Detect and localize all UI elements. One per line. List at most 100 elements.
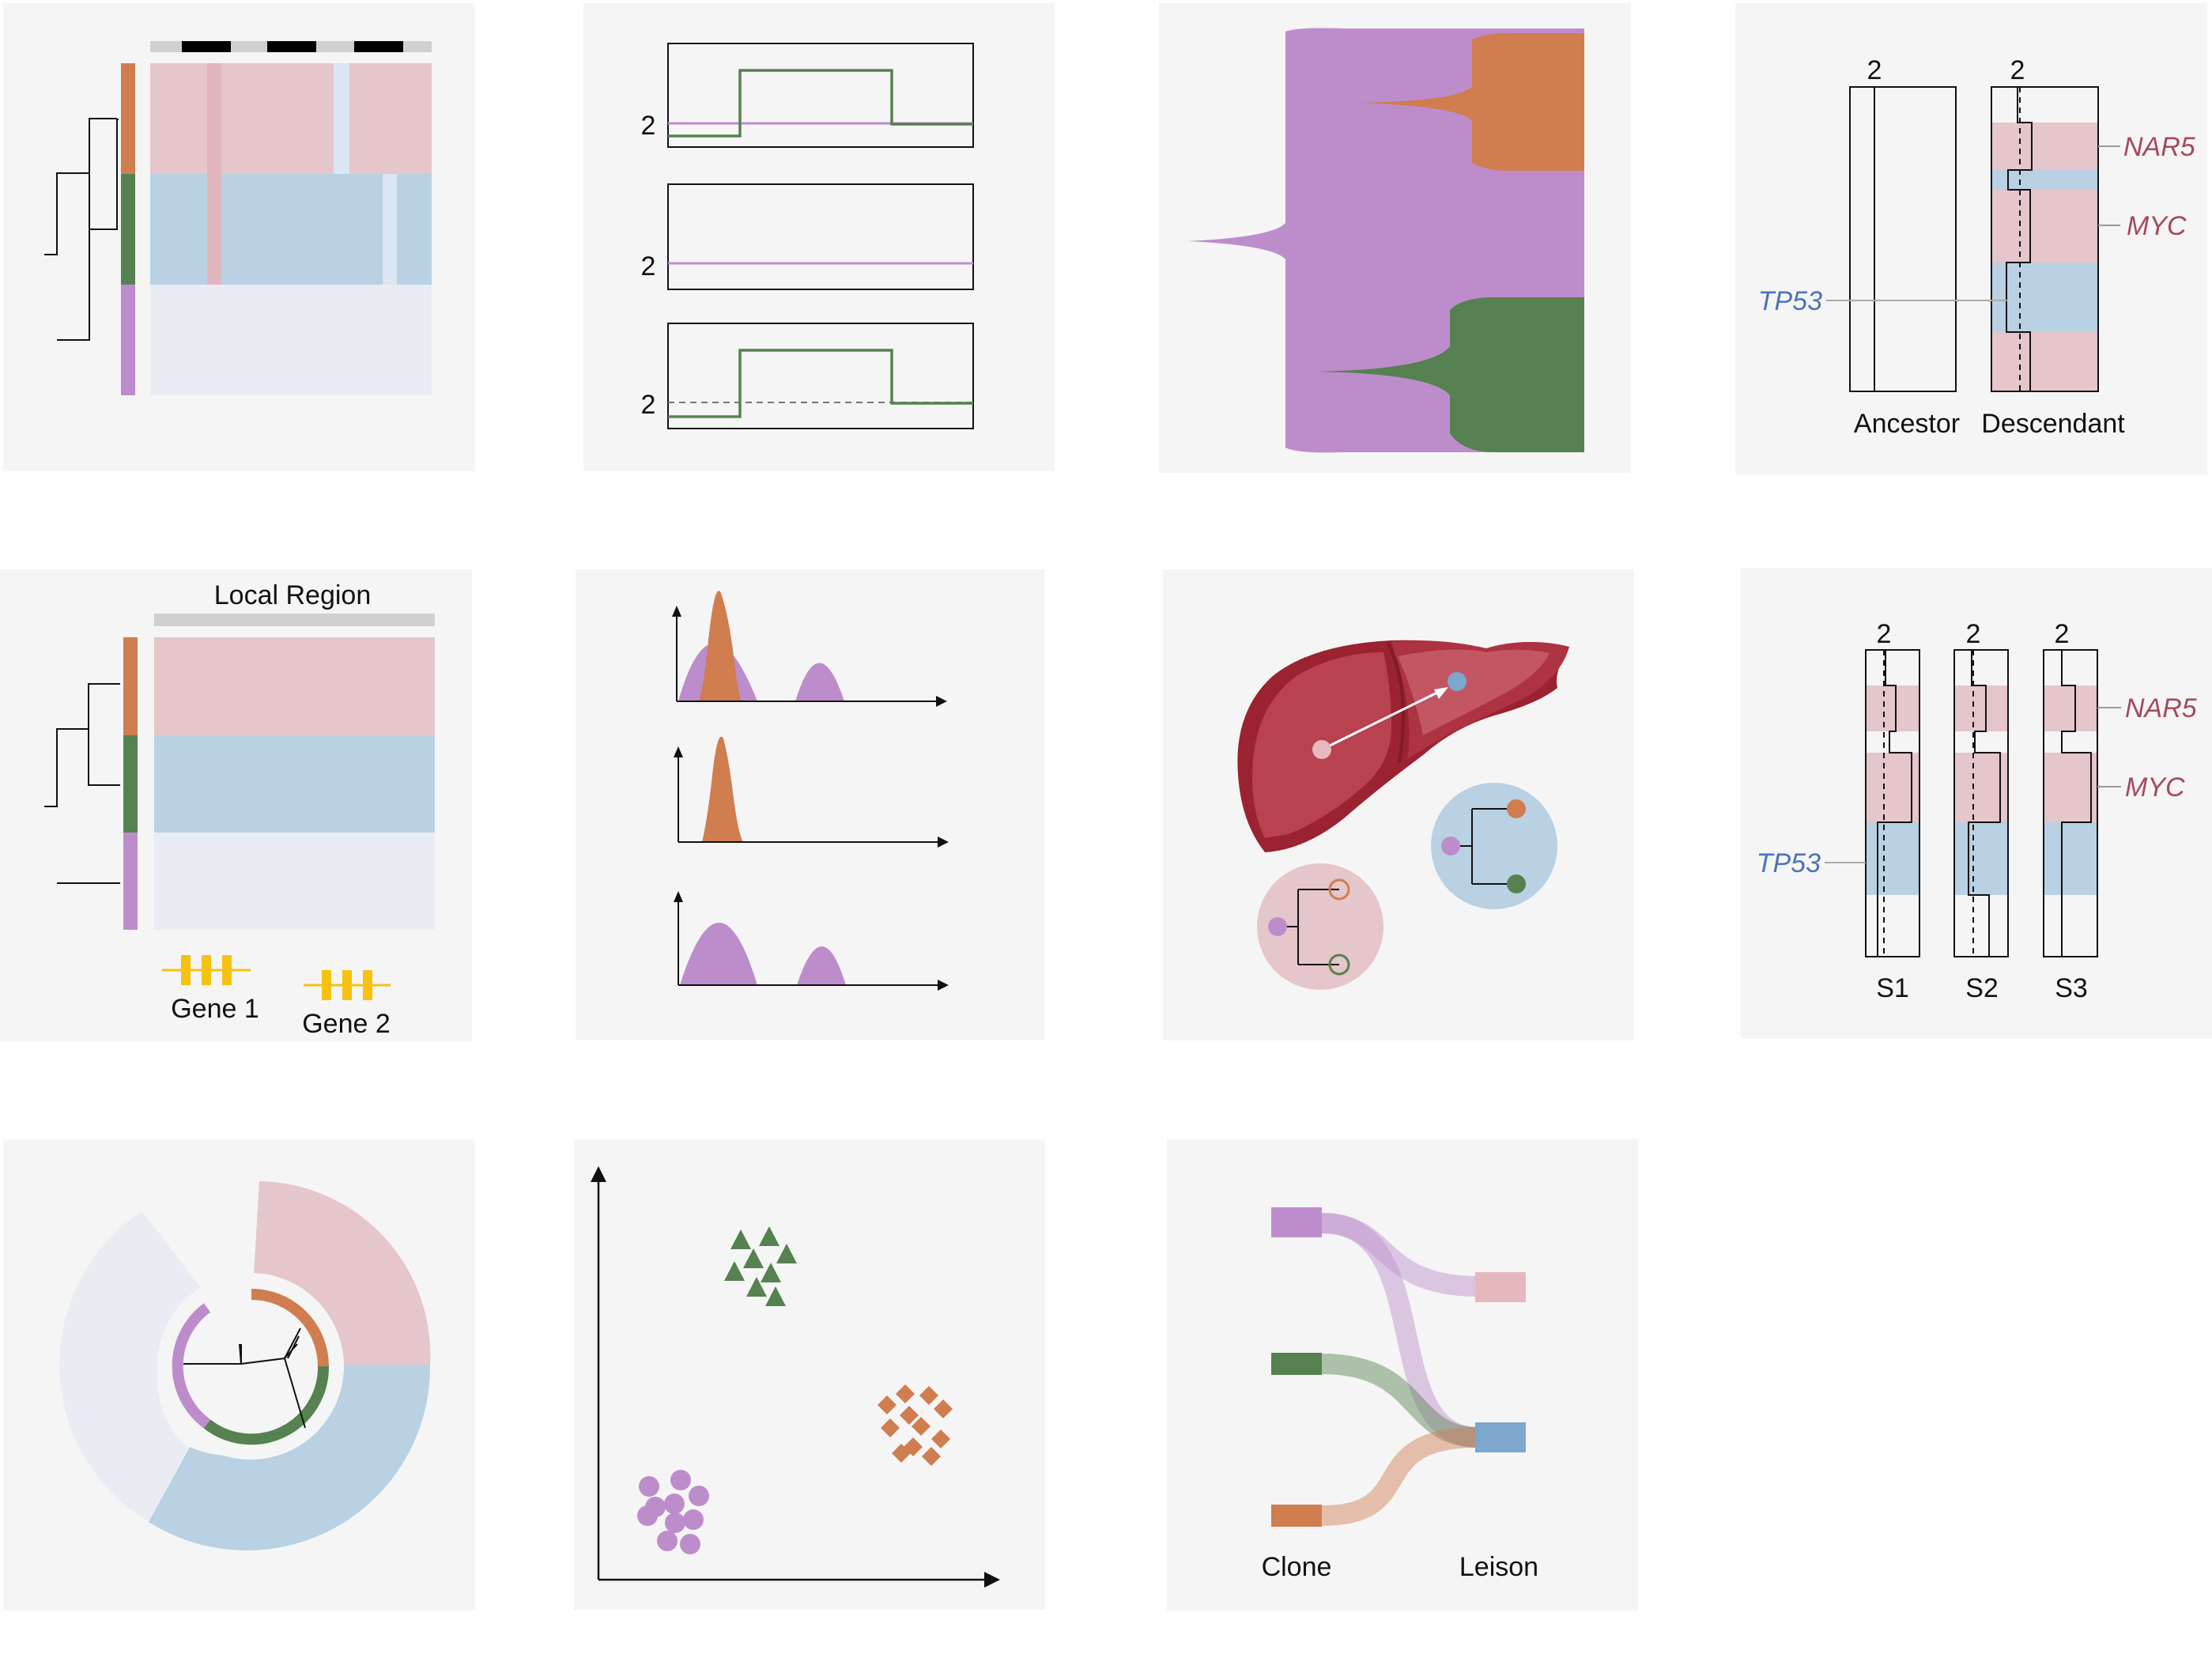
local-row-loss bbox=[154, 735, 435, 833]
circle-marker bbox=[657, 1531, 678, 1551]
dendrogram bbox=[44, 118, 119, 341]
circle-marker bbox=[683, 1509, 704, 1530]
clone-bar-green bbox=[123, 735, 138, 833]
descendant-loss-1 bbox=[1991, 170, 2098, 190]
density-2-y-arrow bbox=[674, 746, 683, 757]
panel-heatmap-chromosome bbox=[3, 3, 475, 471]
green-neutral-segment bbox=[383, 174, 397, 285]
panel-density bbox=[576, 569, 1044, 1040]
sample-label-s1: S1 bbox=[1876, 973, 1909, 1003]
triangle-marker bbox=[746, 1277, 767, 1297]
gene-label-myc: MYC bbox=[2125, 772, 2185, 803]
chromosome-ideogram bbox=[150, 41, 432, 52]
shared-gain-segment bbox=[207, 63, 221, 285]
descendant-gain-1 bbox=[1991, 123, 2098, 170]
circle-marker bbox=[680, 1534, 700, 1554]
leison-node-pink bbox=[1475, 1272, 1526, 1302]
inner-arc-orange bbox=[251, 1289, 329, 1367]
clone-node-green bbox=[1271, 1353, 1322, 1375]
panel-local-region: Local Region Gene 1 Gene 2 bbox=[0, 569, 472, 1041]
triangle-marker bbox=[765, 1286, 786, 1306]
diamond-marker bbox=[922, 1447, 941, 1466]
density-3-y-arrow bbox=[674, 891, 683, 902]
local-row-gain bbox=[154, 637, 435, 735]
dendrogram bbox=[44, 683, 120, 884]
gene-1-label: Gene 1 bbox=[171, 994, 259, 1024]
ancestor-ploidy-label: 2 bbox=[1867, 55, 1882, 85]
panel-background bbox=[1735, 3, 2207, 474]
metastasis-arrow-line bbox=[1321, 689, 1443, 751]
green-cnv-step-3 bbox=[668, 349, 973, 418]
panel-sankey: Clone Leison bbox=[1167, 1139, 1638, 1611]
clone-bar-orange bbox=[123, 637, 138, 735]
gene-label-nar5: NAR5 bbox=[2125, 693, 2197, 723]
clone-axis-label: Clone bbox=[1262, 1552, 1332, 1582]
liver-illustration bbox=[1237, 640, 1569, 852]
ploidy-label-2: 2 bbox=[641, 251, 656, 281]
panel-background bbox=[1167, 1139, 1638, 1611]
tree-node-purple bbox=[1268, 917, 1287, 936]
triangle-marker bbox=[724, 1261, 745, 1281]
panel-liver-metastasis bbox=[1163, 569, 1634, 1040]
diamond-marker bbox=[912, 1417, 930, 1436]
metastasis-clone-bubble bbox=[1431, 783, 1557, 909]
cnv-profile-frame-2 bbox=[667, 183, 974, 290]
density-2-orange-peak bbox=[702, 736, 743, 842]
circle-marker bbox=[665, 1512, 685, 1533]
s2-ploidy-label: 2 bbox=[1966, 619, 1981, 649]
diamond-marker bbox=[931, 1429, 950, 1448]
purple-circle-cluster bbox=[637, 1470, 709, 1554]
leison-node-blue bbox=[1475, 1422, 1526, 1452]
orange-neutral-segment bbox=[334, 63, 349, 174]
density-1-orange-peak bbox=[699, 591, 742, 701]
s1-ploidy-label: 2 bbox=[1877, 619, 1892, 649]
panel-samples-cnv: 2 2 2 NAR5 MYC TP53 S1 S2 S3 bbox=[1741, 568, 2212, 1039]
local-region-bar bbox=[154, 614, 435, 626]
density-3-x-arrow bbox=[938, 980, 949, 991]
inner-arc-green bbox=[203, 1365, 330, 1445]
circle-marker bbox=[664, 1494, 685, 1514]
panel-circular-tree bbox=[3, 1139, 475, 1611]
flow-purple-to-blue bbox=[1321, 1213, 1479, 1448]
sample-s1-chromosome bbox=[1865, 649, 1920, 957]
gene-label-tp53: TP53 bbox=[1757, 848, 1821, 878]
gene-2-label: Gene 2 bbox=[302, 1009, 391, 1039]
local-region-title: Local Region bbox=[214, 580, 371, 610]
diamond-marker bbox=[934, 1399, 953, 1418]
ancestor-chromosome bbox=[1849, 86, 1957, 392]
sample-label-s3: S3 bbox=[2055, 973, 2088, 1003]
density-1-y-arrow bbox=[672, 606, 681, 617]
tree-node-orange-hollow bbox=[1328, 878, 1350, 901]
panel-background bbox=[583, 3, 1055, 471]
gene-label-tp53: TP53 bbox=[1758, 286, 1822, 316]
cnv-profile-frame-1 bbox=[667, 43, 974, 148]
clone-bar-purple bbox=[121, 285, 135, 395]
diamond-marker bbox=[896, 1384, 915, 1403]
heatmap-row-orange bbox=[150, 63, 432, 174]
circular-neutral-sector bbox=[59, 1211, 208, 1522]
s3-ploidy-label: 2 bbox=[2055, 619, 2070, 649]
green-cnv-step-1 bbox=[668, 69, 973, 138]
triangle-marker bbox=[730, 1229, 751, 1249]
orange-clone-fish bbox=[1358, 33, 1584, 171]
triangle-marker bbox=[743, 1248, 764, 1268]
circle-marker bbox=[639, 1476, 659, 1497]
tree-node-purple bbox=[1441, 837, 1460, 855]
sample-label-s2: S2 bbox=[1965, 973, 1999, 1003]
diamond-marker bbox=[919, 1386, 938, 1405]
ploidy-label-1: 2 bbox=[641, 111, 656, 141]
primary-site-dot bbox=[1312, 740, 1331, 759]
scatter-x-arrow bbox=[984, 1572, 1000, 1588]
circular-loss-sector bbox=[149, 1365, 431, 1550]
flow-green-to-blue bbox=[1321, 1354, 1479, 1448]
green-clone-fish bbox=[1312, 297, 1584, 452]
gene-label-nar5: NAR5 bbox=[2123, 132, 2195, 162]
primary-clone-bubble bbox=[1257, 863, 1383, 990]
diamond-marker bbox=[881, 1418, 900, 1437]
clone-bar-purple bbox=[123, 833, 138, 930]
descendant-ploidy-label: 2 bbox=[2010, 55, 2025, 85]
descendant-gain-2 bbox=[1991, 190, 2098, 262]
ploidy-label-3: 2 bbox=[641, 390, 656, 420]
gene-1-glyph bbox=[162, 955, 251, 985]
orange-diamond-cluster bbox=[878, 1384, 953, 1466]
